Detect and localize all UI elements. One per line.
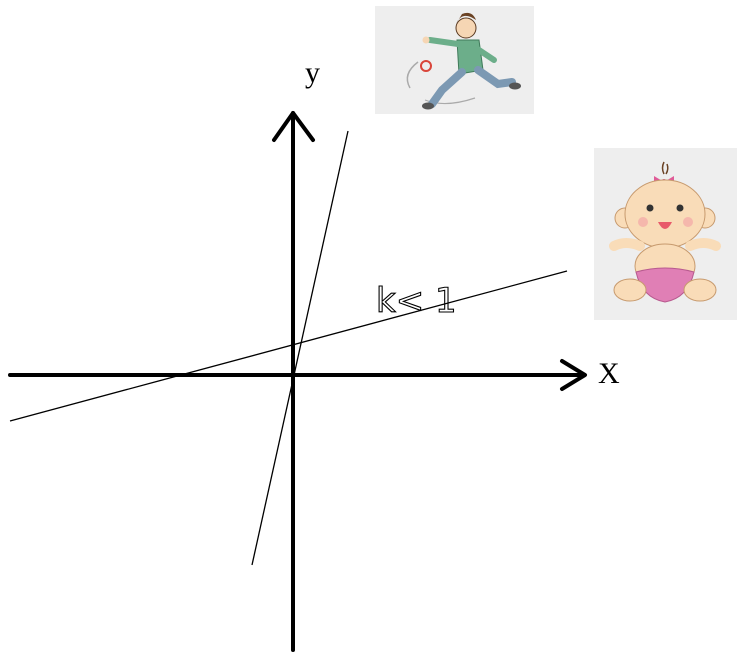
running-boy-icon xyxy=(375,6,534,114)
slope-annotation: k< 1 xyxy=(376,281,457,321)
y-axis-label: y xyxy=(305,56,320,89)
baby-girl-icon xyxy=(594,148,737,320)
x-axis-label: X xyxy=(598,357,620,390)
y-axis xyxy=(272,111,315,652)
steep-line xyxy=(251,130,349,566)
x-axis-arrowhead xyxy=(560,359,587,391)
y-axis-arrowhead xyxy=(272,111,315,142)
x-axis xyxy=(8,359,587,391)
shallow-line xyxy=(9,270,568,422)
